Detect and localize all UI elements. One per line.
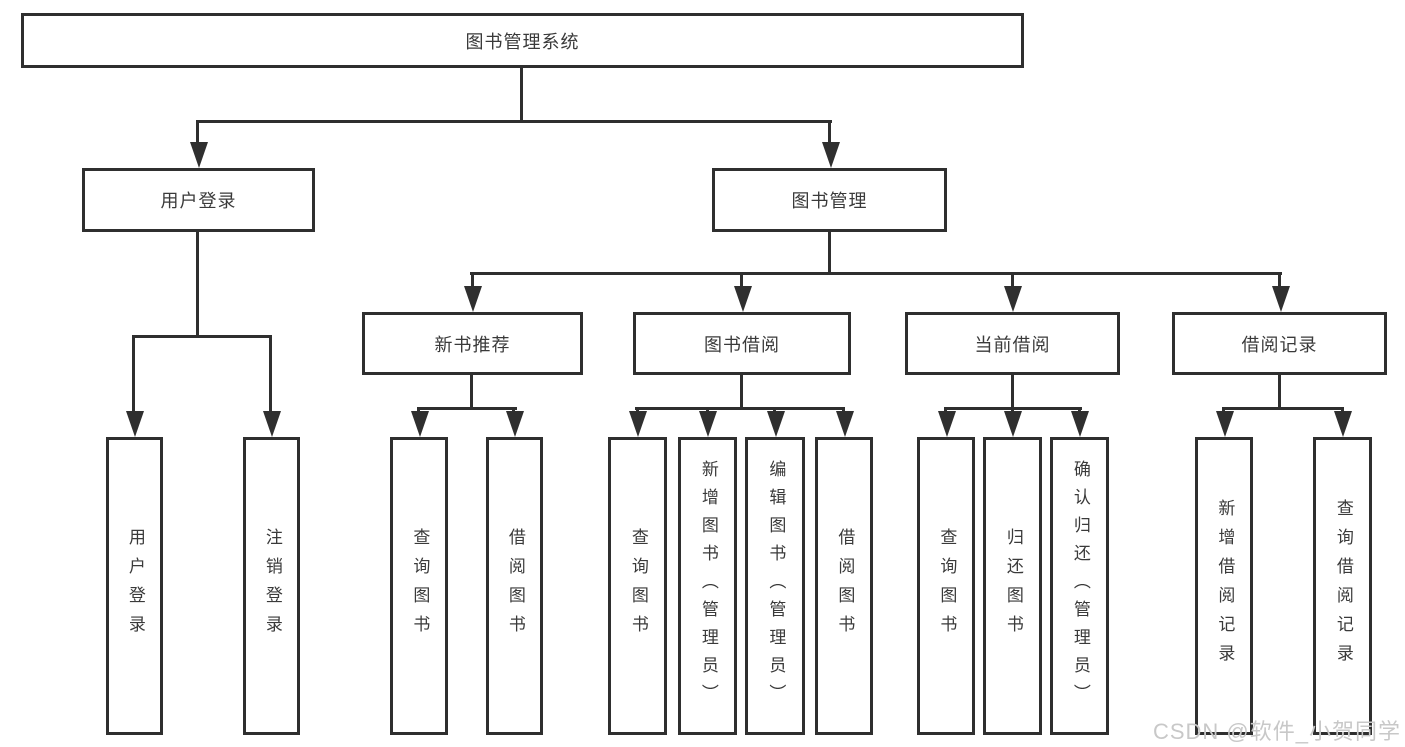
connector-currentborrow-stem — [1011, 375, 1014, 410]
connector-borrowrecord-bar — [1222, 407, 1344, 410]
arrow-down-icon — [822, 142, 840, 168]
node-label: 图书管理系统 — [465, 31, 580, 52]
leaf-label: 新增图书（管理员） — [698, 460, 718, 712]
node-label: 用户登录 — [160, 191, 237, 211]
arrow-down-icon — [263, 411, 281, 437]
leaf-cur-return-book: 归还图书 — [983, 437, 1042, 735]
connector-shaft — [740, 272, 743, 290]
leaf-label: 查询图书 — [628, 528, 648, 644]
arrow-down-icon — [629, 411, 647, 437]
leaf-rec-query-book: 查询图书 — [390, 437, 448, 735]
arrow-down-icon — [1334, 411, 1352, 437]
leaf-label: 归还图书 — [1003, 528, 1023, 644]
arrow-down-icon — [1004, 411, 1022, 437]
connector-root-bar — [196, 120, 832, 123]
arrow-down-icon — [836, 411, 854, 437]
leaf-label: 查询图书 — [410, 528, 430, 644]
connector-shaft — [1278, 272, 1281, 290]
connector-newbookrec-stem — [470, 375, 473, 410]
connector-newbookrec-bar — [417, 407, 517, 410]
arrow-down-icon — [734, 286, 752, 312]
leaf-label: 查询图书 — [937, 528, 957, 644]
node-label: 新书推荐 — [434, 334, 511, 355]
arrow-down-icon — [411, 411, 429, 437]
arrow-down-icon — [1071, 411, 1089, 437]
leaf-label: 确认归还（管理员） — [1070, 460, 1090, 712]
leaf-bor-add-book: 新增图书（管理员） — [678, 437, 737, 735]
connector-root-stem — [520, 67, 523, 123]
connector-bookborrow-bar — [635, 407, 845, 410]
leaf-bor-edit-book: 编辑图书（管理员） — [745, 437, 805, 735]
arrow-down-icon — [1216, 411, 1234, 437]
node-borrow-record: 借阅记录 — [1172, 312, 1387, 375]
connector-bookborrow-stem — [740, 375, 743, 410]
arrow-down-icon — [1004, 286, 1022, 312]
leaf-label: 用户登录 — [125, 528, 145, 644]
node-label: 图书借阅 — [704, 334, 780, 355]
arrow-down-icon — [464, 286, 482, 312]
node-user-login: 用户登录 — [82, 168, 315, 232]
leaf-cur-confirm-return: 确认归还（管理员） — [1050, 437, 1109, 735]
leaf-label: 借阅图书 — [505, 528, 525, 644]
leaf-bor-query-book: 查询图书 — [608, 437, 667, 735]
connector-shaft — [471, 272, 474, 290]
node-book-management: 图书管理 — [712, 168, 947, 232]
leaf-label: 编辑图书（管理员） — [766, 460, 786, 712]
node-label: 借阅记录 — [1241, 334, 1318, 355]
connector-shaft — [269, 335, 272, 417]
leaf-logout: 注销登录 — [243, 437, 300, 735]
leaf-record-add: 新增借阅记录 — [1195, 437, 1253, 735]
arrow-down-icon — [938, 411, 956, 437]
leaf-label: 新增借阅记录 — [1215, 499, 1235, 673]
leaf-bor-borrow-book: 借阅图书 — [815, 437, 873, 735]
node-library-management-system: 图书管理系统 — [21, 13, 1024, 68]
node-label: 当前借阅 — [974, 334, 1051, 355]
leaf-label: 借阅图书 — [835, 528, 855, 644]
leaf-record-query: 查询借阅记录 — [1313, 437, 1372, 735]
connector-shaft — [196, 120, 199, 146]
leaf-label: 查询借阅记录 — [1333, 499, 1353, 673]
leaf-user-login: 用户登录 — [106, 437, 163, 735]
connector-bookmgmt-bar — [470, 272, 1282, 275]
arrow-down-icon — [190, 142, 208, 168]
node-new-book-recommend: 新书推荐 — [362, 312, 583, 375]
leaf-cur-query-book: 查询图书 — [917, 437, 975, 735]
connector-shaft — [1011, 272, 1014, 290]
arrow-down-icon — [506, 411, 524, 437]
csdn-watermark: CSDN @软件_小贺同学 — [1152, 719, 1401, 744]
arrow-down-icon — [699, 411, 717, 437]
connector-bookmgmt-stem — [828, 232, 831, 275]
connector-userlogin-bar — [132, 335, 272, 338]
arrow-down-icon — [767, 411, 785, 437]
node-current-borrow: 当前借阅 — [905, 312, 1120, 375]
arrow-down-icon — [126, 411, 144, 437]
connector-userlogin-stem — [196, 232, 199, 338]
leaf-label: 注销登录 — [262, 528, 282, 644]
connector-borrowrecord-stem — [1278, 375, 1281, 410]
arrow-down-icon — [1272, 286, 1290, 312]
node-label: 图书管理 — [791, 191, 868, 211]
node-book-borrow: 图书借阅 — [633, 312, 851, 375]
connector-shaft — [828, 120, 831, 146]
leaf-rec-borrow-book: 借阅图书 — [486, 437, 543, 735]
connector-shaft — [132, 335, 135, 417]
